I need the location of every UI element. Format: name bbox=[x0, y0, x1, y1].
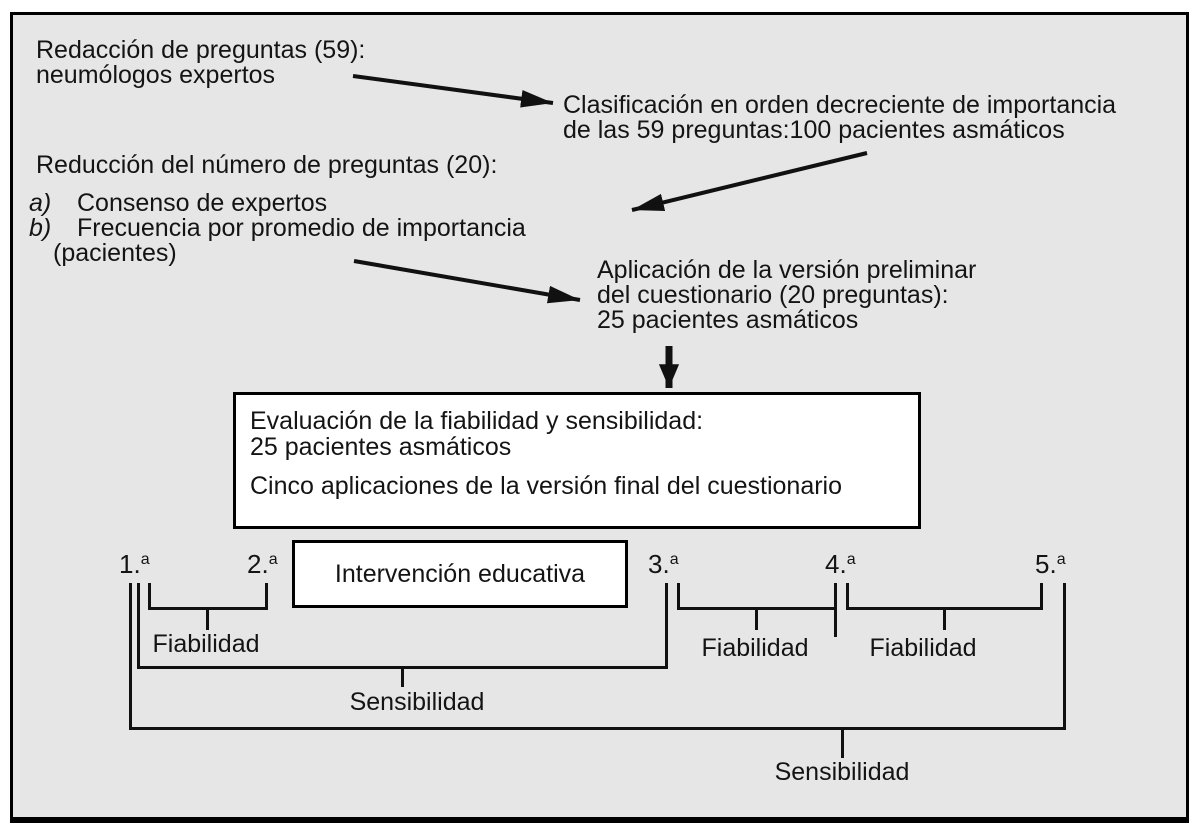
point-4-ordinal: a bbox=[846, 551, 856, 568]
label-sensibilidad-2: Sensibilidad bbox=[774, 758, 910, 786]
timeline-point-3: 3.a bbox=[648, 551, 679, 577]
point-2-ordinal: a bbox=[268, 551, 278, 568]
reduccion-item-a-marker: a) bbox=[29, 189, 52, 217]
evaluacion-line3: Cinco aplicaciones de la versión final d… bbox=[250, 472, 843, 500]
bracket-sensibilidad-1-3-tick bbox=[401, 666, 404, 687]
evaluacion-line2: 25 pacientes asmáticos bbox=[250, 433, 512, 461]
arrow-reduccion-to-aplicacion bbox=[353, 259, 581, 304]
arrow-redaccion-to-clasificacion bbox=[352, 74, 554, 108]
point-4-left-tick bbox=[834, 583, 837, 637]
point-5-number: 5. bbox=[1035, 549, 1057, 579]
point-2-number: 2. bbox=[247, 549, 269, 579]
label-sensibilidad-1: Sensibilidad bbox=[349, 688, 485, 716]
step-clasificacion-line2: de las 59 preguntas:100 pacientes asmáti… bbox=[563, 116, 1065, 144]
point-3-ordinal: a bbox=[669, 551, 679, 568]
timeline-point-4: 4.a bbox=[825, 551, 856, 577]
point-4-number: 4. bbox=[825, 549, 847, 579]
bracket-fiabilidad-4-5-tick bbox=[943, 607, 946, 630]
step-reduccion-heading: Reducción del número de preguntas (20): bbox=[36, 151, 498, 179]
step-aplicacion-line1: Aplicación de la versión preliminar bbox=[597, 256, 977, 284]
point-3-number: 3. bbox=[648, 549, 670, 579]
timeline-point-1: 1.a bbox=[119, 551, 150, 577]
point-1-number: 1. bbox=[119, 549, 141, 579]
bracket-sensibilidad-1-5-tick bbox=[841, 727, 844, 758]
timeline-point-2: 2.a bbox=[247, 551, 278, 577]
bracket-fiabilidad-3-4-tick bbox=[755, 607, 758, 630]
bracket-sensibilidad-1-5 bbox=[129, 583, 1066, 730]
label-fiabilidad-1: Fiabilidad bbox=[152, 630, 260, 658]
label-fiabilidad-2: Fiabilidad bbox=[701, 634, 809, 662]
evaluacion-box bbox=[233, 392, 921, 529]
point-5-ordinal: a bbox=[1056, 551, 1066, 568]
point-1-ordinal: a bbox=[140, 551, 150, 568]
step-aplicacion-line2: del cuestionario (20 preguntas): bbox=[597, 281, 949, 309]
arrow-clasificacion-to-reduccion bbox=[631, 151, 868, 212]
intervencion-box: Intervención educativa bbox=[292, 540, 628, 608]
reduccion-item-a-text: Consenso de expertos bbox=[77, 189, 328, 217]
label-fiabilidad-3: Fiabilidad bbox=[869, 634, 977, 662]
step-clasificacion-line1: Clasificación en orden decreciente de im… bbox=[563, 91, 1117, 119]
step-redaccion-line1: Redacción de preguntas (59): bbox=[36, 36, 366, 64]
reduccion-continuation: (pacientes) bbox=[53, 239, 177, 267]
reduccion-item-b-text: Frecuencia por promedio de importancia bbox=[77, 214, 526, 242]
step-aplicacion-line3: 25 pacientes asmáticos bbox=[597, 306, 859, 334]
timeline-point-5: 5.a bbox=[1035, 551, 1066, 577]
bracket-fiabilidad-1-2-tick bbox=[206, 607, 209, 630]
reduccion-item-b-marker: b) bbox=[29, 214, 52, 242]
intervencion-label: Intervención educativa bbox=[334, 559, 586, 588]
step-redaccion-line2: neumólogos expertos bbox=[36, 61, 276, 89]
evaluacion-line1: Evaluación de la fiabilidad y sensibilid… bbox=[250, 407, 704, 435]
